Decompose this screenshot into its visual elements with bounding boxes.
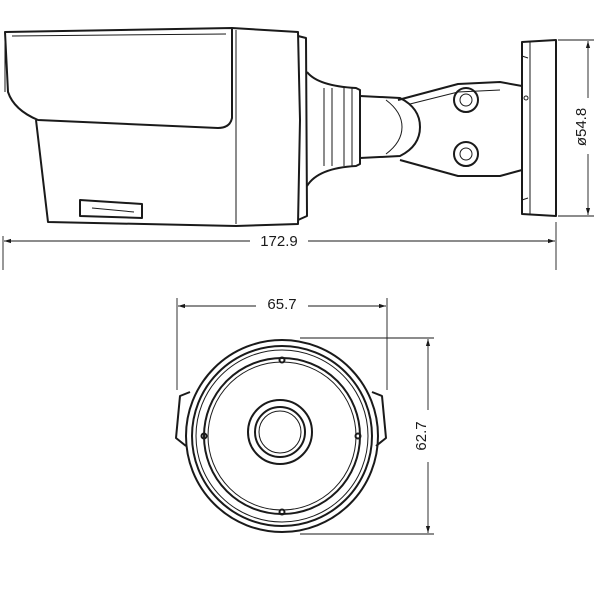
joint-collar (359, 95, 421, 159)
dimension-label-front-width: 65.7 (267, 296, 296, 313)
side-view (4, 27, 557, 227)
sun-shield (4, 27, 233, 129)
screw-top (453, 87, 479, 113)
dimension-mount-diameter: ø54.8 (558, 39, 594, 217)
camera-housing (35, 27, 301, 227)
rim-screw-bottom (278, 508, 286, 516)
front-slot (79, 199, 143, 219)
front-view (175, 339, 387, 533)
screw-bottom (453, 141, 479, 167)
wall-plate (521, 39, 557, 217)
outer-ring (185, 339, 379, 533)
rear-cap (297, 35, 308, 221)
bracket-neck (306, 71, 361, 187)
dimension-label-mount-diameter: ø54.8 (573, 108, 590, 146)
dimension-label-total-length: 172.9 (260, 233, 298, 250)
rim-screw-left (200, 432, 208, 440)
inner-ring (203, 357, 361, 515)
dimension-label-front-height: 62.7 (413, 421, 430, 450)
left-flange (175, 391, 191, 447)
rim-screw-top (278, 356, 286, 364)
dimension-front-height: 62.7 (300, 337, 434, 535)
lens (247, 399, 313, 465)
rim-screw-right (354, 432, 362, 440)
right-flange (371, 391, 387, 447)
dimension-total-length: 172.9 (2, 222, 557, 270)
bracket-arm (397, 81, 523, 177)
dimension-front-width: 65.7 (176, 294, 388, 390)
